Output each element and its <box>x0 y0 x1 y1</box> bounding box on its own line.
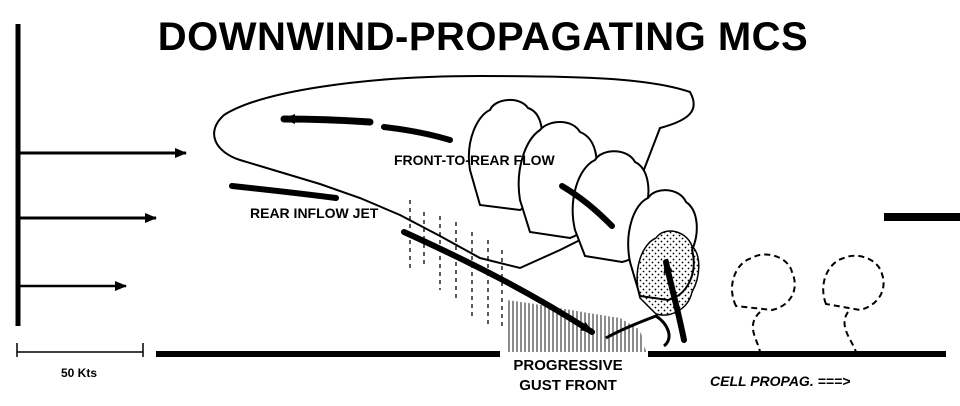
cold-pool <box>506 300 646 352</box>
rear-inflow-jet-arrow-left <box>229 183 339 201</box>
updraft-arrow <box>663 259 687 343</box>
ground <box>156 213 960 357</box>
flow-arrows <box>229 114 687 343</box>
front-to-rear-arrow-upper <box>280 114 374 126</box>
front-to-rear-arrow-lower <box>559 183 615 229</box>
front-to-rear-flow-label: FRONT-TO-REAR FLOW <box>394 152 556 168</box>
scale-bar: 50 Kts <box>16 343 144 380</box>
new-cell-2-stem <box>843 311 857 353</box>
rear-inflow-jet-label: REAR INFLOW JET <box>250 205 379 221</box>
new-cell-1-stem <box>751 311 761 353</box>
wind-profile <box>15 24 187 326</box>
rear-inflow-jet-arrow-descending <box>401 229 595 335</box>
front-to-rear-arrow-mid <box>381 124 453 143</box>
diagram-title: DOWNWIND-PROPAGATING MCS <box>158 15 808 59</box>
new-cell-1 <box>731 253 796 312</box>
gust-front-label-line1: PROGRESSIVE <box>513 357 622 374</box>
cell-propagation-label: CELL PROPAG. ===> <box>710 373 850 389</box>
new-cells <box>731 253 885 353</box>
gust-front-nose <box>605 314 671 348</box>
scale-label: 50 Kts <box>61 366 97 380</box>
new-cell-2 <box>822 254 885 312</box>
gust-front-label-line2: GUST FRONT <box>519 377 617 394</box>
